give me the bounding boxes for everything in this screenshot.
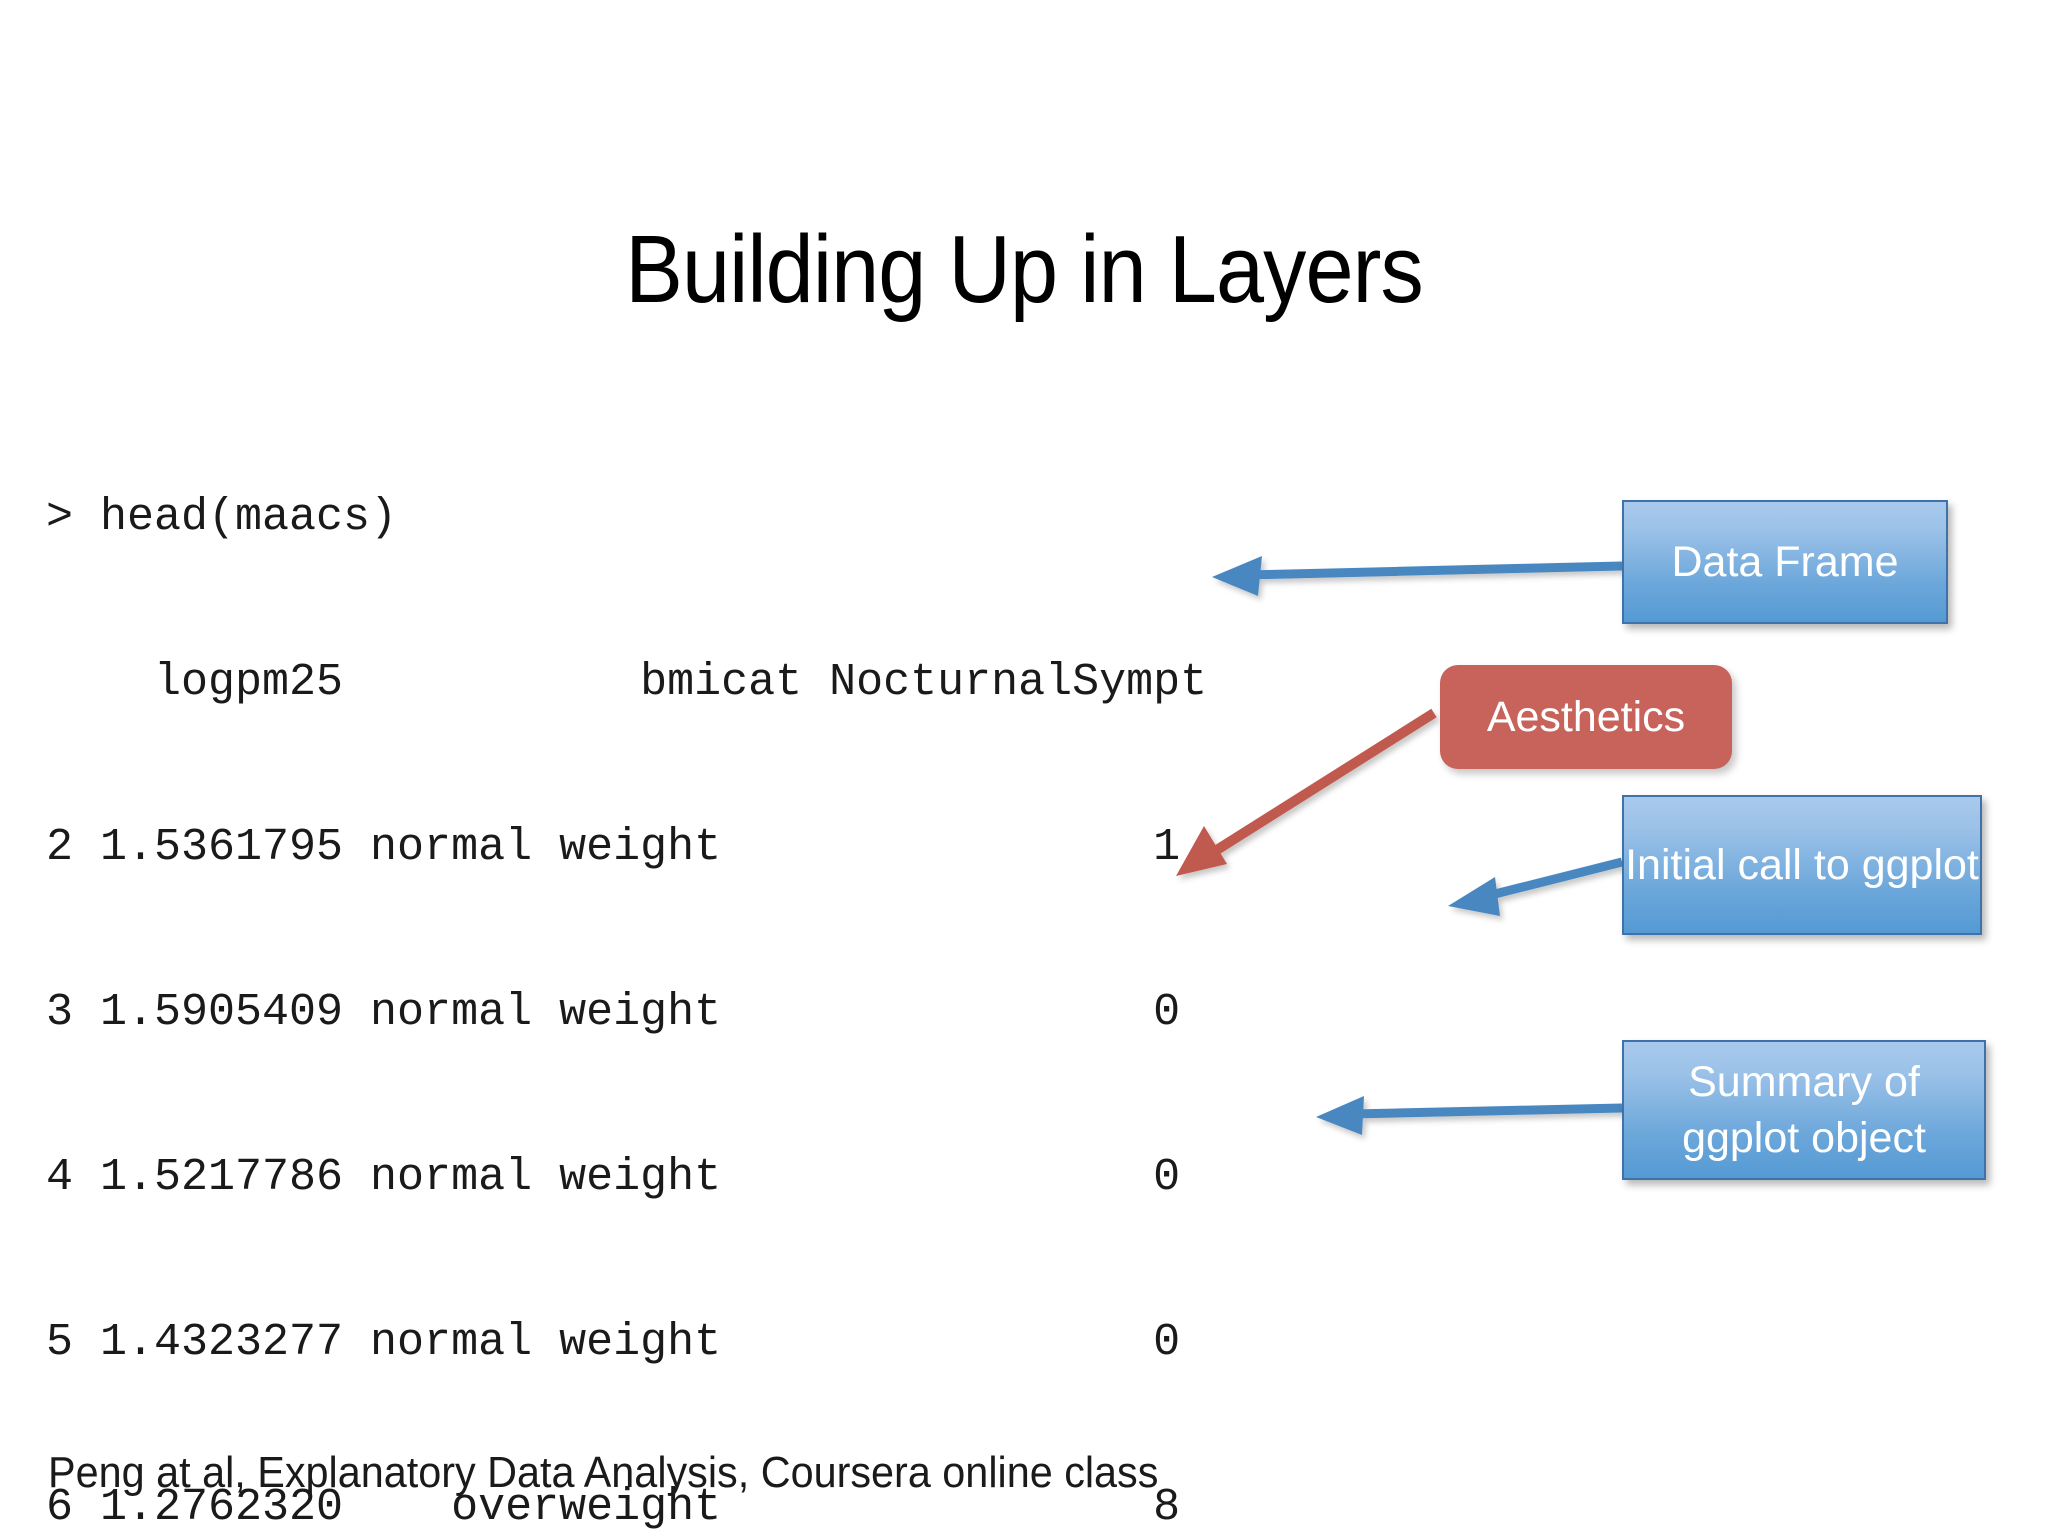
callout-initial-call-label: Initial call to ggplot bbox=[1625, 841, 1979, 889]
code-line-row-2: 2 1.5361795 normal weight 1 bbox=[46, 822, 1181, 873]
callout-data-frame[interactable]: Data Frame bbox=[1622, 500, 1948, 624]
callout-initial-call-to-ggplot[interactable]: Initial call to ggplot bbox=[1622, 795, 1982, 935]
callout-aesthetics[interactable]: Aesthetics bbox=[1440, 665, 1732, 769]
code-line-row-5: 5 1.4323277 normal weight 0 bbox=[46, 1317, 1181, 1368]
code-line-row-4: 4 1.5217786 normal weight 0 bbox=[46, 1152, 1181, 1203]
callout-aesthetics-label: Aesthetics bbox=[1486, 693, 1686, 741]
page-title: Building Up in Layers bbox=[625, 216, 1423, 323]
code-line-table-header: logpm25 bmicat NocturnalSympt bbox=[46, 657, 1208, 708]
callout-data-frame-label: Data Frame bbox=[1671, 538, 1899, 586]
code-line-head-command: > head(maacs) bbox=[46, 492, 398, 543]
r-console-output: > head(maacs) logpm25 bmicat NocturnalSy… bbox=[46, 380, 1396, 1536]
code-line-row-6: 6 1.2762320 overweight 8 bbox=[46, 1482, 1181, 1533]
source-caption: Peng at al, Explanatory Data Analysis, C… bbox=[48, 1448, 1159, 1497]
callout-summary-of-ggplot-object[interactable]: Summary of ggplot object bbox=[1622, 1040, 1986, 1180]
code-line-row-3: 3 1.5905409 normal weight 0 bbox=[46, 987, 1181, 1038]
callout-summary-label: Summary of ggplot object bbox=[1682, 1058, 1926, 1162]
arrow-initial-call-icon bbox=[1448, 857, 1624, 916]
